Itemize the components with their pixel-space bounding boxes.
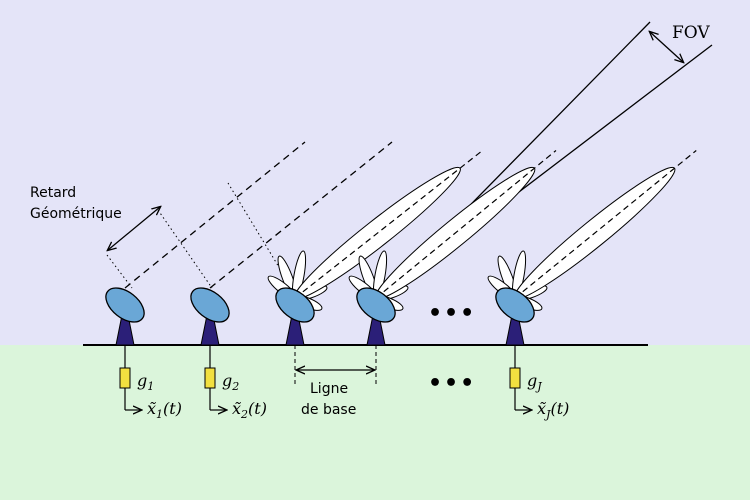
- wavefront-line-2: [209, 141, 393, 289]
- fov-label: FOV: [672, 23, 710, 43]
- geometric-delay-arrow: [108, 207, 160, 250]
- pointing-line: [375, 150, 557, 299]
- dish: [275, 287, 315, 323]
- gain-box: [509, 367, 521, 389]
- pointing-line: [514, 150, 697, 299]
- geometric-delay-label-line1: Retard: [30, 185, 76, 201]
- wavefront-line-1: [124, 141, 306, 289]
- fov-arrow: [650, 32, 683, 62]
- signal-label: x̃J(t): [537, 399, 569, 421]
- delay-projection-line-3: [227, 182, 295, 293]
- gain-box: [204, 367, 216, 389]
- gain-label: gJ: [527, 371, 542, 393]
- dish: [356, 287, 396, 323]
- geometric-delay-label-line2: Géométrique: [30, 206, 122, 222]
- ellipsis-sky: •••: [428, 301, 476, 326]
- ellipsis-ground: •••: [428, 371, 476, 396]
- baseline-label-line2: de base: [301, 402, 356, 418]
- dish: [105, 287, 145, 323]
- dish: [495, 287, 535, 323]
- signal-label: x̃2(t): [232, 399, 267, 421]
- ground-background: [0, 345, 750, 500]
- dish: [190, 287, 230, 323]
- gain-label: g1: [137, 371, 154, 393]
- gain-label: g2: [222, 371, 239, 393]
- signal-label: x̃1(t): [147, 399, 182, 421]
- baseline-label-line1: Ligne: [310, 381, 348, 397]
- antenna-1: g1 x̃1(t): [105, 287, 182, 421]
- antenna-4: [356, 287, 396, 346]
- antenna-5: gJ x̃J(t): [495, 287, 569, 421]
- antenna-3: [275, 287, 315, 346]
- antenna-2: g2 x̃2(t): [190, 287, 267, 421]
- antenna-array: g1 x̃1(t) g2 x̃2(t) gJ x̃J(t): [105, 287, 569, 421]
- gain-box: [119, 367, 131, 389]
- beam-patterns: [267, 150, 697, 316]
